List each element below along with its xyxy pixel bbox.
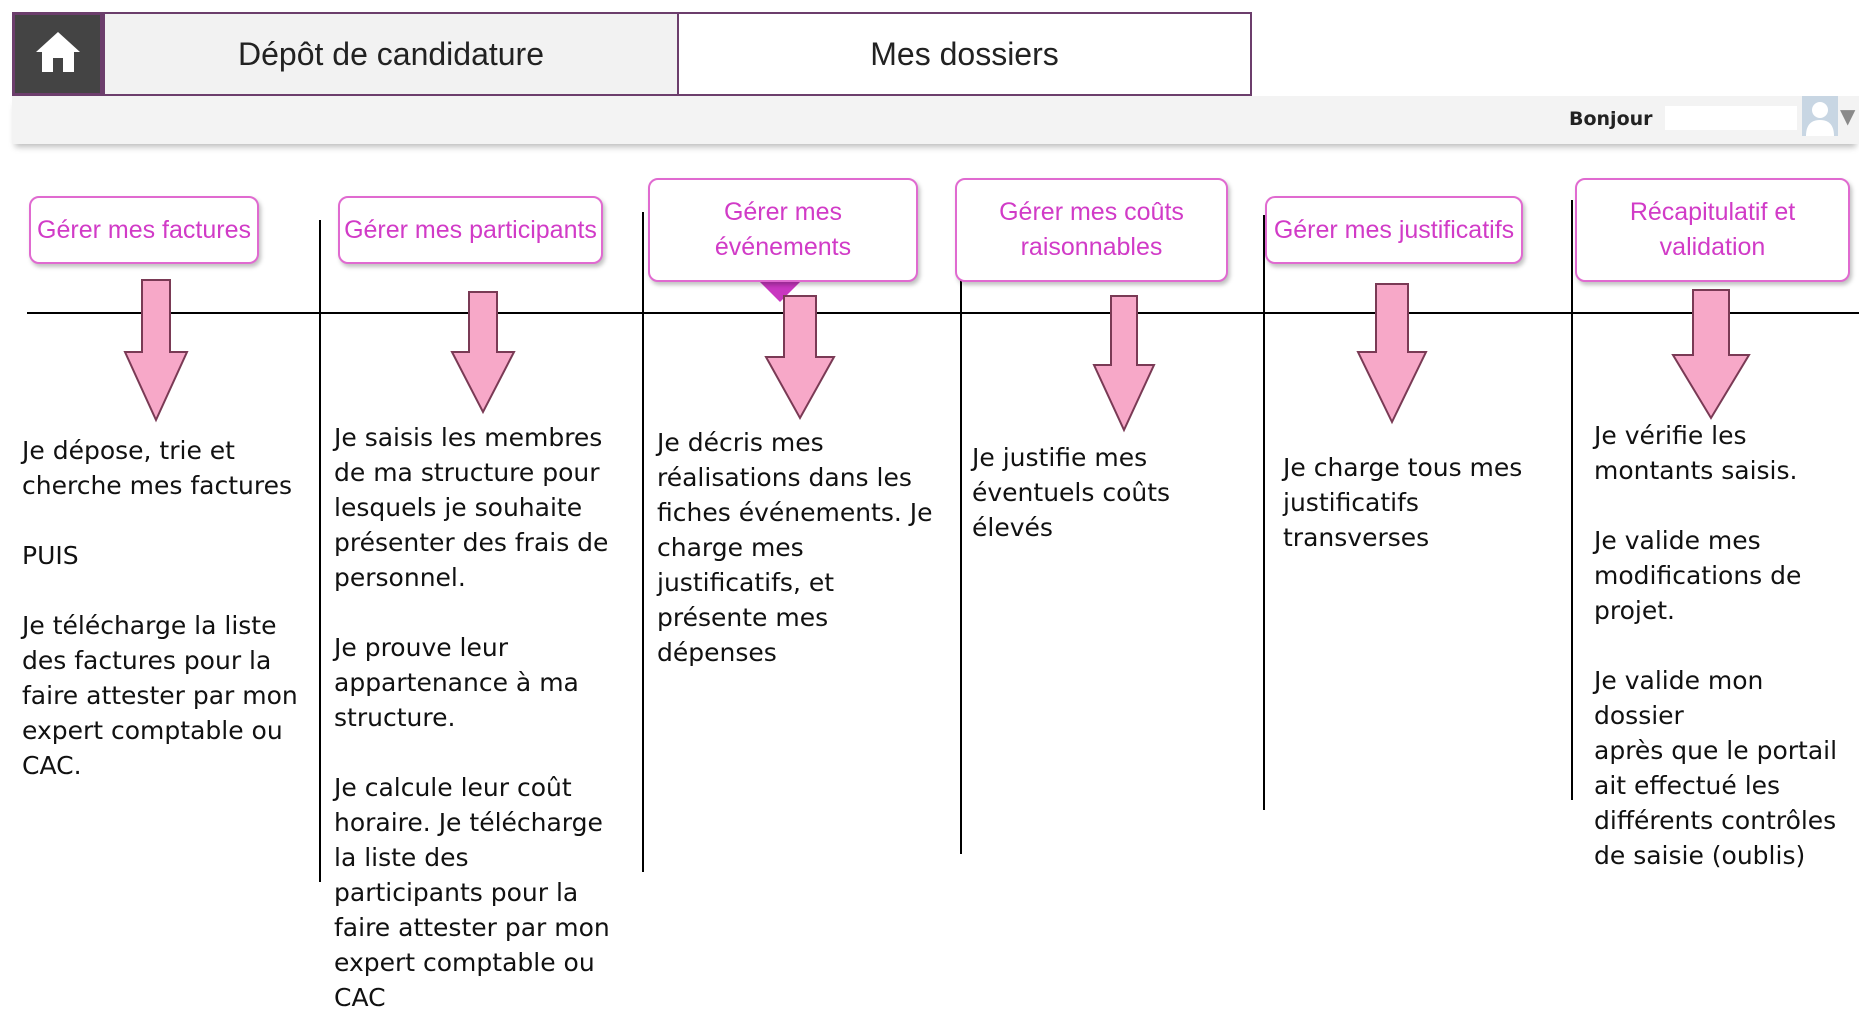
step-button-participants[interactable]: Gérer mes participants [338,196,603,264]
tab-mes-dossiers[interactable]: Mes dossiers [679,12,1252,96]
top-navigation: Dépôt de candidature Mes dossiers [12,12,1252,96]
step-description-couts-raisonnables: Je justifie mes éventuels coûts élevés [972,443,1171,542]
down-arrow-icon [1092,295,1156,433]
down-arrow-icon [764,295,836,421]
tab-depot-de-candidature[interactable]: Dépôt de candidature [103,12,679,96]
down-arrow-icon [1356,283,1428,425]
active-step-pointer [760,282,800,302]
user-name-field [1665,106,1797,130]
step-button-justificatifs[interactable]: Gérer mes justificatifs [1265,196,1523,264]
user-avatar-icon[interactable] [1802,96,1838,136]
home-button[interactable] [12,12,103,96]
greeting-bar [12,96,1859,144]
step-description-recapitulatif-validation: Je vérifie les montants saisis. Je valid… [1594,421,1838,870]
step-button-couts-raisonnables[interactable]: Gérer mes coûts raisonnables [955,178,1228,282]
step-description-evenements: Je décris mes réalisations dans les fich… [657,428,933,667]
home-icon [34,28,82,80]
step-description-participants: Je saisis les membres de ma structure po… [334,423,610,1012]
step-description-justificatifs: Je charge tous mes justificatifs transve… [1283,453,1523,552]
step-button-factures[interactable]: Gérer mes factures [29,196,259,264]
chevron-down-icon[interactable]: ▼ [1840,104,1856,128]
greeting-label: Bonjour [1569,108,1653,130]
down-arrow-icon [123,279,189,423]
step-button-recapitulatif-validation[interactable]: Récapitulatif et validation [1575,178,1850,282]
down-arrow-icon [1671,289,1751,420]
down-arrow-icon [450,291,516,415]
step-description-factures: Je dépose, trie et cherche mes factures … [22,436,298,780]
step-button-evenements[interactable]: Gérer mes événements [648,178,918,282]
